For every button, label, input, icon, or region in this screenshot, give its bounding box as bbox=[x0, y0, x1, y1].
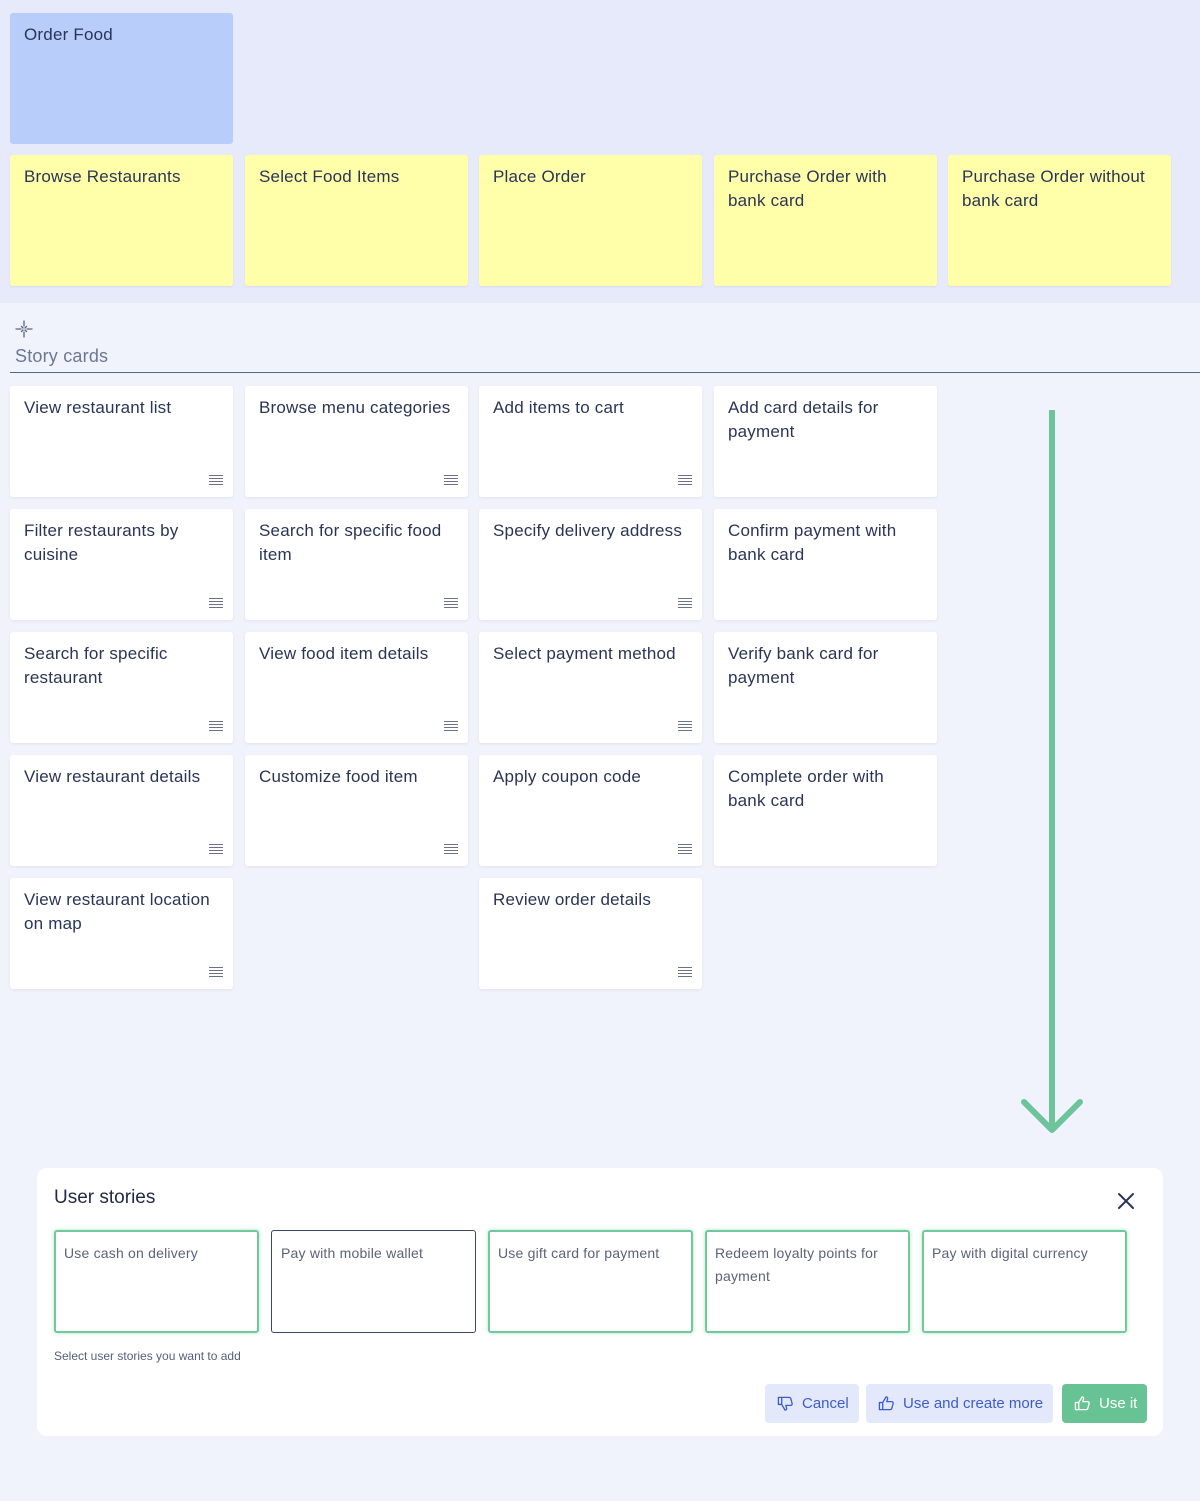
story-card-label: Search for specific food item bbox=[259, 521, 442, 564]
description-lines-icon bbox=[209, 844, 223, 856]
story-card-label: Add items to cart bbox=[493, 398, 624, 417]
panel-title: User stories bbox=[54, 1187, 156, 1208]
story-card-label: Review order details bbox=[493, 890, 652, 909]
epic-card-browse-restaurants[interactable]: Browse Restaurants bbox=[10, 155, 233, 286]
description-lines-icon bbox=[678, 844, 692, 856]
thumbs-up-icon bbox=[878, 1396, 894, 1411]
story-card-label: Specify delivery address bbox=[493, 521, 683, 540]
story-card-label: Filter restaurants by cuisine bbox=[24, 521, 179, 564]
user-story-option-label: Redeem loyalty points for payment bbox=[715, 1245, 878, 1284]
story-card-label: Browse menu categories bbox=[259, 398, 451, 417]
story-card-label: Add card details for payment bbox=[728, 398, 879, 441]
user-stories-panel: User stories Use cash on delivery Pay wi… bbox=[37, 1168, 1163, 1436]
epic-card-label: Select Food Items bbox=[259, 167, 400, 186]
user-story-option-loyalty-points[interactable]: Redeem loyalty points for payment bbox=[705, 1230, 910, 1333]
story-card[interactable]: Browse menu categories bbox=[245, 386, 468, 497]
use-it-button[interactable]: Use it bbox=[1062, 1384, 1148, 1423]
story-card-label: Complete order with bank card bbox=[728, 767, 884, 810]
description-lines-icon bbox=[209, 475, 223, 487]
selection-hint: Select user stories you want to add bbox=[54, 1349, 241, 1363]
description-lines-icon bbox=[444, 721, 458, 733]
story-card[interactable]: View restaurant details bbox=[10, 755, 233, 866]
story-card[interactable]: Review order details bbox=[479, 878, 702, 989]
section-title: Story cards bbox=[15, 346, 109, 366]
story-card[interactable]: Select payment method bbox=[479, 632, 702, 743]
description-lines-icon bbox=[678, 721, 692, 733]
user-story-option-cash-on-delivery[interactable]: Use cash on delivery bbox=[54, 1230, 259, 1333]
story-card[interactable]: Specify delivery address bbox=[479, 509, 702, 620]
epic-card-purchase-with-bank-card[interactable]: Purchase Order with bank card bbox=[714, 155, 937, 286]
story-card[interactable]: Complete order with bank card bbox=[714, 755, 937, 866]
story-card-label: View food item details bbox=[259, 644, 429, 663]
goal-card-label: Order Food bbox=[24, 25, 113, 44]
use-it-label: Use it bbox=[1099, 1395, 1138, 1412]
story-card[interactable]: View restaurant list bbox=[10, 386, 233, 497]
story-card[interactable]: Verify bank card for payment bbox=[714, 632, 937, 743]
description-lines-icon bbox=[678, 598, 692, 610]
user-story-option-label: Use cash on delivery bbox=[64, 1245, 198, 1261]
epic-card-purchase-without-bank-card[interactable]: Purchase Order without bank card bbox=[948, 155, 1171, 286]
story-card-label: View restaurant list bbox=[24, 398, 172, 417]
story-card[interactable]: Add card details for payment bbox=[714, 386, 937, 497]
epic-card-label: Browse Restaurants bbox=[24, 167, 181, 186]
story-card-label: Confirm payment with bank card bbox=[728, 521, 897, 564]
thumbs-up-icon bbox=[1074, 1396, 1090, 1411]
story-card-label: Apply coupon code bbox=[493, 767, 642, 786]
description-lines-icon bbox=[209, 598, 223, 610]
user-story-option-gift-card[interactable]: Use gift card for payment bbox=[488, 1230, 693, 1333]
story-card-label: Select payment method bbox=[493, 644, 676, 663]
story-card[interactable]: Customize food item bbox=[245, 755, 468, 866]
description-lines-icon bbox=[209, 721, 223, 733]
story-card[interactable]: Search for specific restaurant bbox=[10, 632, 233, 743]
story-card[interactable]: View restaurant location on map bbox=[10, 878, 233, 989]
user-story-option-label: Pay with digital currency bbox=[932, 1245, 1088, 1261]
arrow-down-icon bbox=[1021, 410, 1083, 1133]
user-story-option-label: Use gift card for payment bbox=[498, 1245, 660, 1261]
section-divider bbox=[10, 372, 1200, 373]
epic-card-label: Place Order bbox=[493, 167, 586, 186]
thumbs-down-icon bbox=[777, 1396, 793, 1411]
user-story-option-mobile-wallet[interactable]: Pay with mobile wallet bbox=[271, 1230, 476, 1333]
story-card[interactable]: Add items to cart bbox=[479, 386, 702, 497]
story-card[interactable]: Filter restaurants by cuisine bbox=[10, 509, 233, 620]
description-lines-icon bbox=[678, 475, 692, 487]
story-card[interactable]: View food item details bbox=[245, 632, 468, 743]
story-card[interactable]: Confirm payment with bank card bbox=[714, 509, 937, 620]
story-card-label: View restaurant location on map bbox=[24, 890, 210, 933]
epic-card-place-order[interactable]: Place Order bbox=[479, 155, 702, 286]
user-story-option-digital-currency[interactable]: Pay with digital currency bbox=[922, 1230, 1127, 1333]
description-lines-icon bbox=[209, 967, 223, 979]
story-card[interactable]: Search for specific food item bbox=[245, 509, 468, 620]
use-and-create-more-button[interactable]: Use and create more bbox=[866, 1384, 1054, 1423]
epic-card-label: Purchase Order with bank card bbox=[728, 167, 887, 210]
sparkle-icon bbox=[15, 320, 33, 338]
cancel-button-label: Cancel bbox=[802, 1395, 849, 1412]
story-card[interactable]: Apply coupon code bbox=[479, 755, 702, 866]
goal-card-order-food[interactable]: Order Food bbox=[10, 13, 233, 144]
description-lines-icon bbox=[444, 475, 458, 487]
story-card-label: Customize food item bbox=[259, 767, 418, 786]
description-lines-icon bbox=[444, 598, 458, 610]
epic-card-select-food-items[interactable]: Select Food Items bbox=[245, 155, 468, 286]
story-card-label: Search for specific restaurant bbox=[24, 644, 168, 687]
description-lines-icon bbox=[678, 967, 692, 979]
story-card-label: View restaurant details bbox=[24, 767, 201, 786]
description-lines-icon bbox=[444, 844, 458, 856]
use-and-create-more-label: Use and create more bbox=[903, 1395, 1044, 1412]
close-icon[interactable] bbox=[1115, 1190, 1137, 1212]
epic-card-label: Purchase Order without bank card bbox=[962, 167, 1145, 210]
user-story-option-label: Pay with mobile wallet bbox=[281, 1245, 424, 1261]
cancel-button[interactable]: Cancel bbox=[765, 1384, 859, 1423]
story-card-label: Verify bank card for payment bbox=[728, 644, 879, 687]
